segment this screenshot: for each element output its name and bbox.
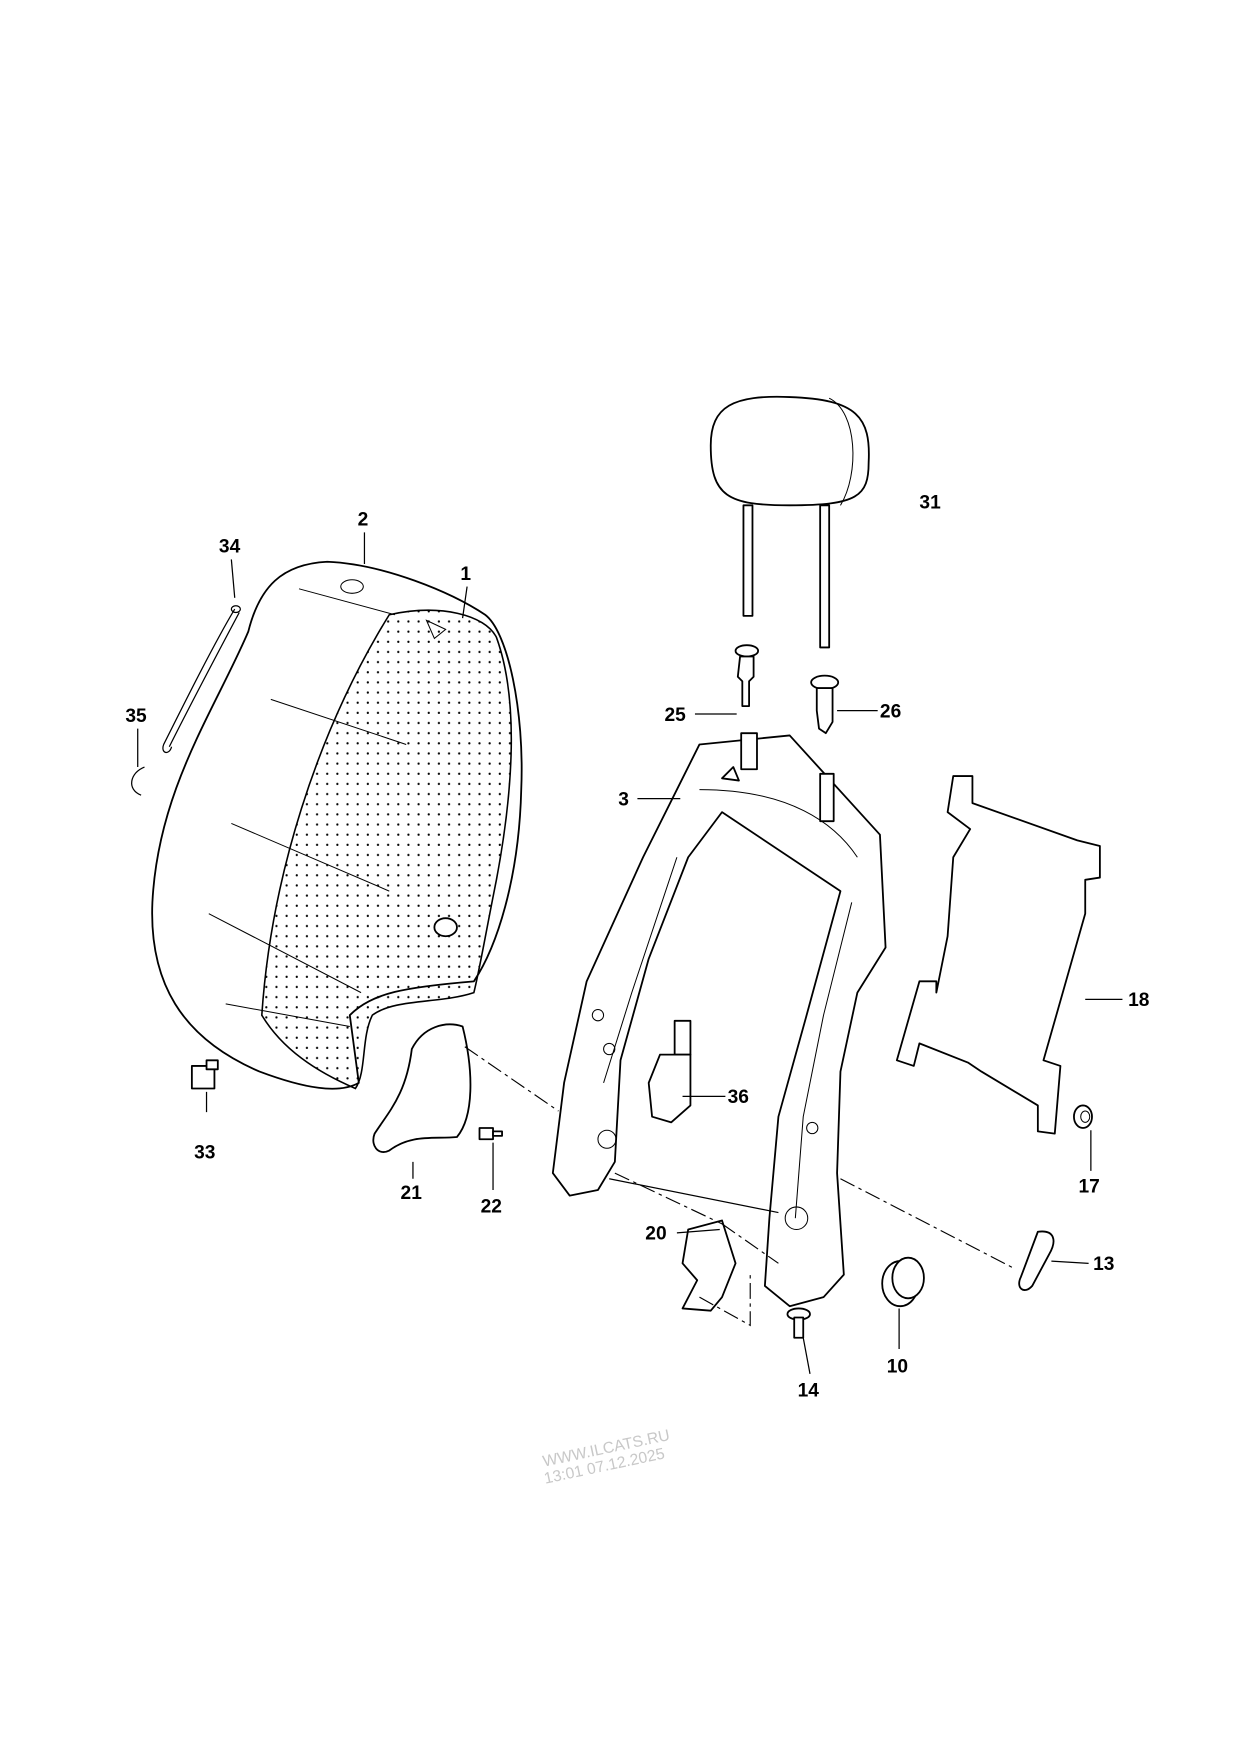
c-clip[interactable] — [131, 766, 145, 796]
bolt-14[interactable] — [786, 1307, 811, 1339]
label-1: 1 — [460, 564, 471, 585]
label-20: 20 — [645, 1224, 666, 1245]
label-26: 26 — [880, 701, 901, 722]
wire-rod[interactable] — [162, 605, 241, 753]
label-35: 35 — [125, 706, 147, 727]
watermark: WWW.ILCATS.RU 13:01 07.12.2025 — [541, 1427, 671, 1488]
back-panel[interactable] — [895, 775, 1101, 1135]
headrest-guide-right[interactable] — [810, 674, 840, 735]
label-25: 25 — [664, 705, 686, 726]
label-36: 36 — [728, 1087, 749, 1108]
backrest-foam-pad[interactable] — [260, 609, 513, 1090]
label-22: 22 — [481, 1197, 502, 1218]
knob-10[interactable] — [881, 1256, 925, 1308]
trim-20[interactable] — [681, 1219, 737, 1312]
backrest-frame[interactable] — [551, 732, 887, 1308]
trim-cover-21[interactable] — [372, 1023, 472, 1153]
screw-22[interactable] — [478, 1127, 503, 1141]
label-13: 13 — [1093, 1254, 1114, 1275]
label-34: 34 — [219, 537, 241, 558]
headrest[interactable] — [709, 395, 870, 649]
clip-17[interactable] — [1073, 1104, 1093, 1129]
plug-33[interactable] — [190, 1059, 219, 1090]
label-21: 21 — [401, 1183, 423, 1204]
label-17: 17 — [1078, 1176, 1099, 1197]
handle-13[interactable] — [1018, 1230, 1055, 1291]
label-3: 3 — [618, 789, 629, 810]
label-14: 14 — [798, 1380, 820, 1401]
headrest-guide-left[interactable] — [734, 644, 760, 708]
label-10: 10 — [887, 1357, 908, 1378]
label-18: 18 — [1128, 990, 1150, 1011]
label-31: 31 — [919, 493, 941, 514]
label-2: 2 — [358, 510, 369, 531]
label-33: 33 — [194, 1142, 215, 1163]
adjuster-motor[interactable] — [647, 1019, 692, 1124]
